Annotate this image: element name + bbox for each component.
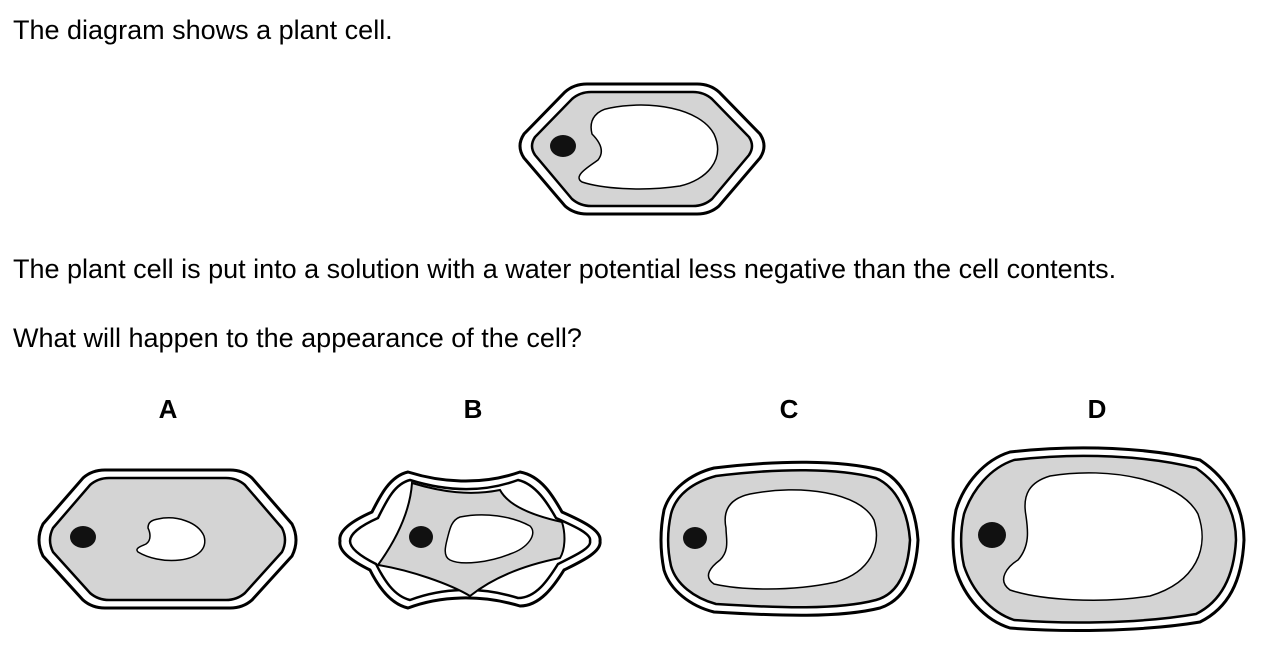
nucleus [683, 527, 707, 549]
option-label-c[interactable]: C [779, 394, 799, 424]
nucleus [550, 135, 576, 157]
vacuole [136, 517, 206, 562]
option-label-a[interactable]: A [158, 394, 178, 424]
option-c-cell[interactable] [659, 460, 920, 617]
nucleus [409, 526, 433, 548]
vacuole [578, 104, 719, 190]
option-d-cell[interactable] [951, 446, 1246, 632]
vacuole [1002, 472, 1203, 601]
question-statement: The plant cell is put into a solution wi… [13, 254, 1117, 284]
original-cell [518, 82, 766, 216]
option-label-b[interactable]: B [463, 394, 483, 424]
cell-wall-outer [518, 82, 766, 216]
question-prompt: What will happen to the appearance of th… [13, 323, 582, 353]
option-a-cell[interactable] [37, 468, 298, 610]
cell-membrane [530, 90, 754, 208]
question-intro: The diagram shows a plant cell. [13, 15, 393, 45]
nucleus [70, 526, 96, 548]
nucleus [978, 522, 1006, 548]
option-label-d[interactable]: D [1087, 394, 1107, 424]
vacuole [707, 489, 878, 590]
option-b-cell[interactable] [338, 470, 602, 610]
vacuole [444, 514, 534, 564]
